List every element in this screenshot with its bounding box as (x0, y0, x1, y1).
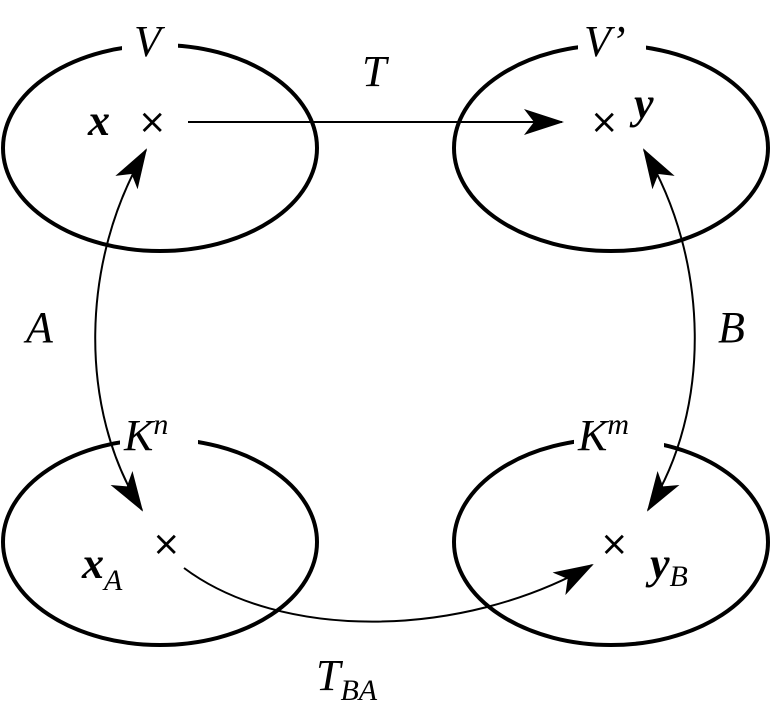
space-kn-base: K (123, 411, 156, 460)
point-yb-marker: × (600, 524, 629, 564)
vector-xa-base: x (81, 539, 104, 588)
map-t-label: T (362, 47, 390, 96)
space-kn-exponent: n (153, 408, 168, 441)
map-a-arrow (94, 148, 148, 512)
space-km-label: Km (577, 408, 629, 460)
vector-x-label: x (87, 96, 110, 145)
map-a-label: A (23, 303, 54, 352)
space-v-ellipse (1, 43, 319, 253)
map-t-ba-label: TBA (316, 651, 378, 705)
point-x-marker: × (138, 102, 167, 142)
vector-xa-label: xA (81, 539, 123, 597)
vector-yb-label: yB (645, 539, 688, 593)
map-b-label: B (718, 303, 745, 352)
map-t-ba-arrow (183, 564, 594, 623)
vector-yb-subscript: B (670, 560, 688, 593)
vector-xa-subscript: A (102, 564, 123, 597)
point-y-marker: × (590, 102, 619, 142)
space-v-prime-ellipse (452, 43, 770, 253)
space-km-base: K (577, 411, 610, 460)
label-gap-v-prime (578, 18, 646, 66)
space-v-label: V (134, 17, 166, 66)
vector-yb-base: y (645, 539, 670, 588)
space-km-exponent: m (607, 408, 629, 441)
point-xa-marker: × (152, 524, 181, 564)
map-t-ba-base: T (316, 651, 344, 700)
map-b-arrow (642, 148, 696, 512)
space-v-prime-label: V’ (584, 17, 626, 66)
map-t-ba-subscript: BA (340, 674, 377, 705)
vector-y-label: y (629, 79, 654, 128)
label-gap-v (122, 18, 178, 66)
